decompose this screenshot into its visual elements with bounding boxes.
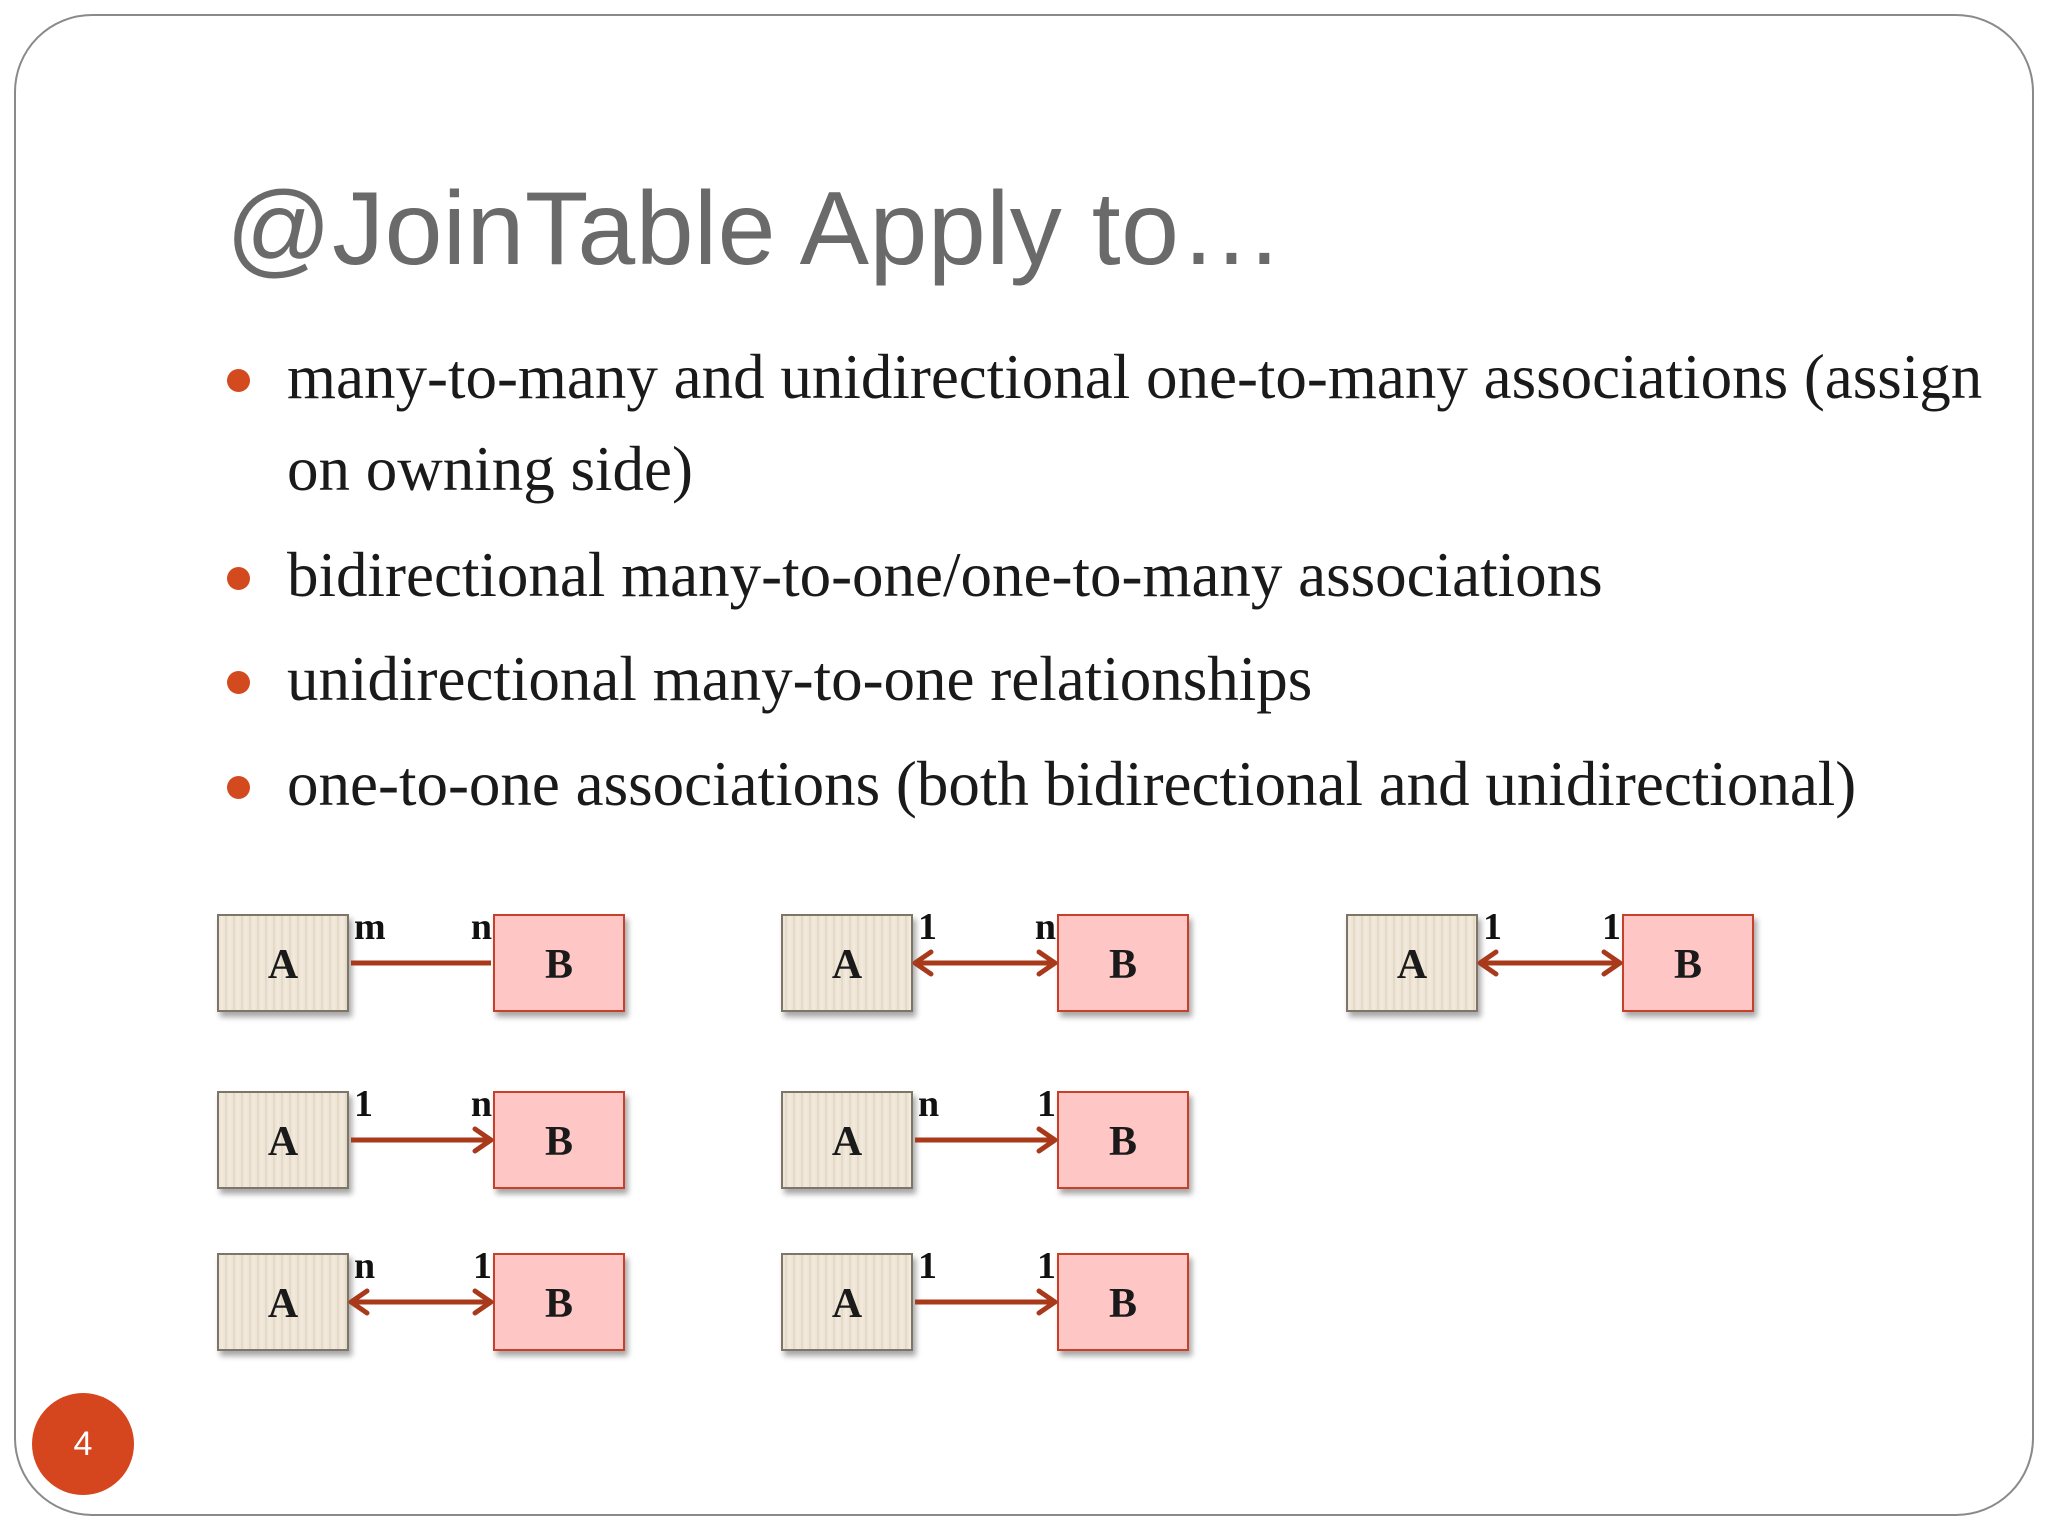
bullet-item-1: many-to-many and unidirectional one-to-m… (227, 331, 2007, 515)
entity-label-b: B (545, 942, 573, 988)
bullet-dot-icon (227, 567, 250, 590)
entity-box-a: A (781, 914, 913, 1012)
bullet-text: one-to-one associations (both bidirectio… (287, 749, 1857, 819)
entity-label-a: A (832, 942, 863, 988)
arrowhead-icon (1036, 1288, 1058, 1316)
entity-box-b: B (1057, 914, 1189, 1012)
cardinality-right: n (471, 1083, 492, 1125)
relationship-diagram-2: A B 1 n (781, 906, 1189, 1012)
bullet-text: bidirectional many-to-one/one-to-many as… (287, 540, 1603, 610)
entity-label-b: B (1109, 1281, 1137, 1327)
arrowhead-icon (1601, 949, 1623, 977)
entity-label-a: A (1397, 942, 1428, 988)
entity-box-b: B (493, 1091, 625, 1189)
entity-label-a: A (268, 1281, 299, 1327)
entity-label-a: A (268, 942, 299, 988)
cardinality-right: n (1035, 906, 1056, 948)
arrowhead-icon (472, 1126, 494, 1154)
bullet-item-3: unidirectional many-to-one relationships (227, 633, 2007, 725)
cardinality-right: 1 (1602, 906, 1621, 948)
cardinality-left: m (354, 906, 386, 948)
arrowhead-icon (472, 1288, 494, 1316)
entity-box-b: B (1057, 1253, 1189, 1351)
entity-box-b: B (493, 914, 625, 1012)
entity-box-b: B (1057, 1091, 1189, 1189)
relationship-diagram-3: A B 1 1 (1346, 906, 1754, 1012)
entity-box-b: B (493, 1253, 625, 1351)
bullet-dot-icon (227, 776, 250, 799)
entity-label-b: B (545, 1281, 573, 1327)
cardinality-left: n (918, 1083, 939, 1125)
bullet-item-4: one-to-one associations (both bidirectio… (227, 738, 2007, 830)
bullet-text: unidirectional many-to-one relationships (287, 644, 1313, 714)
entity-label-b: B (1109, 1119, 1137, 1165)
entity-label-b: B (1109, 942, 1137, 988)
entity-box-a: A (217, 1091, 349, 1189)
entity-box-a: A (781, 1253, 913, 1351)
entity-label-a: A (832, 1119, 863, 1165)
entity-label-b: B (1674, 942, 1702, 988)
entity-label-a: A (268, 1119, 299, 1165)
bullet-dot-icon (227, 369, 250, 392)
cardinality-left: 1 (918, 906, 937, 948)
cardinality-left: 1 (918, 1245, 937, 1287)
arrowhead-icon (912, 949, 934, 977)
page-number-badge: 4 (32, 1393, 134, 1495)
cardinality-left: 1 (354, 1083, 373, 1125)
entity-label-b: B (545, 1119, 573, 1165)
entity-box-a: A (781, 1091, 913, 1189)
arrowhead-icon (1036, 949, 1058, 977)
relationship-diagram-6: A Bn 1 (217, 1245, 625, 1351)
entity-box-a: A (217, 1253, 349, 1351)
relationship-diagram-4: A B 1 n (217, 1083, 625, 1189)
cardinality-right: n (471, 906, 492, 948)
slide-frame (14, 14, 2034, 1516)
entity-label-a: A (832, 1281, 863, 1327)
arrowhead-icon (1036, 1126, 1058, 1154)
relationship-diagram-7: A B 1 1 (781, 1245, 1189, 1351)
slide-title: @JoinTable Apply to… (226, 171, 1284, 287)
entity-box-a: A (1346, 914, 1478, 1012)
cardinality-right: 1 (473, 1245, 492, 1287)
cardinality-left: n (354, 1245, 375, 1287)
bullet-text: many-to-many and unidirectional one-to-m… (287, 342, 1983, 504)
entity-box-a: A (217, 914, 349, 1012)
cardinality-right: 1 (1037, 1245, 1056, 1287)
bullet-item-2: bidirectional many-to-one/one-to-many as… (227, 529, 2007, 621)
cardinality-left: 1 (1483, 906, 1502, 948)
arrowhead-icon (1477, 949, 1499, 977)
entity-box-b: B (1622, 914, 1754, 1012)
relationship-diagram-1: A Bm n (217, 906, 625, 1012)
cardinality-right: 1 (1037, 1083, 1056, 1125)
arrowhead-icon (348, 1288, 370, 1316)
bullet-dot-icon (227, 671, 250, 694)
relationship-diagram-5: A Bn 1 (781, 1083, 1189, 1189)
